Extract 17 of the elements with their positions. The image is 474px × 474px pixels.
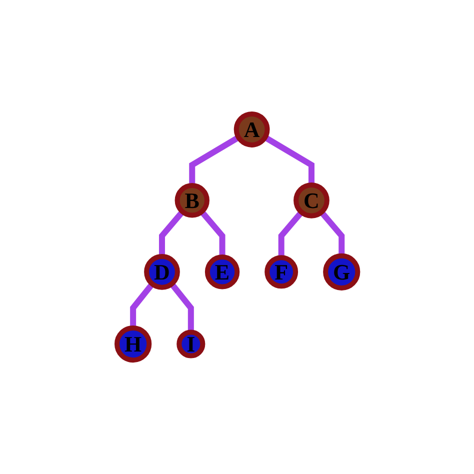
connector (158, 210, 184, 257)
node-circle: D (144, 254, 180, 290)
node-circle: G (322, 254, 360, 291)
connector (130, 282, 154, 328)
connector (199, 210, 225, 258)
connector (263, 135, 314, 186)
node-circle: H (114, 326, 152, 363)
node-circle: A (234, 112, 270, 148)
node-circle: E (204, 254, 240, 290)
node-circle: C (293, 182, 330, 219)
connector (188, 135, 240, 186)
node-circle: B (174, 183, 210, 218)
connector (278, 210, 304, 258)
node-circle: F (264, 255, 298, 289)
connector (318, 210, 344, 256)
connector (168, 282, 194, 332)
node-circle: I (176, 330, 205, 359)
